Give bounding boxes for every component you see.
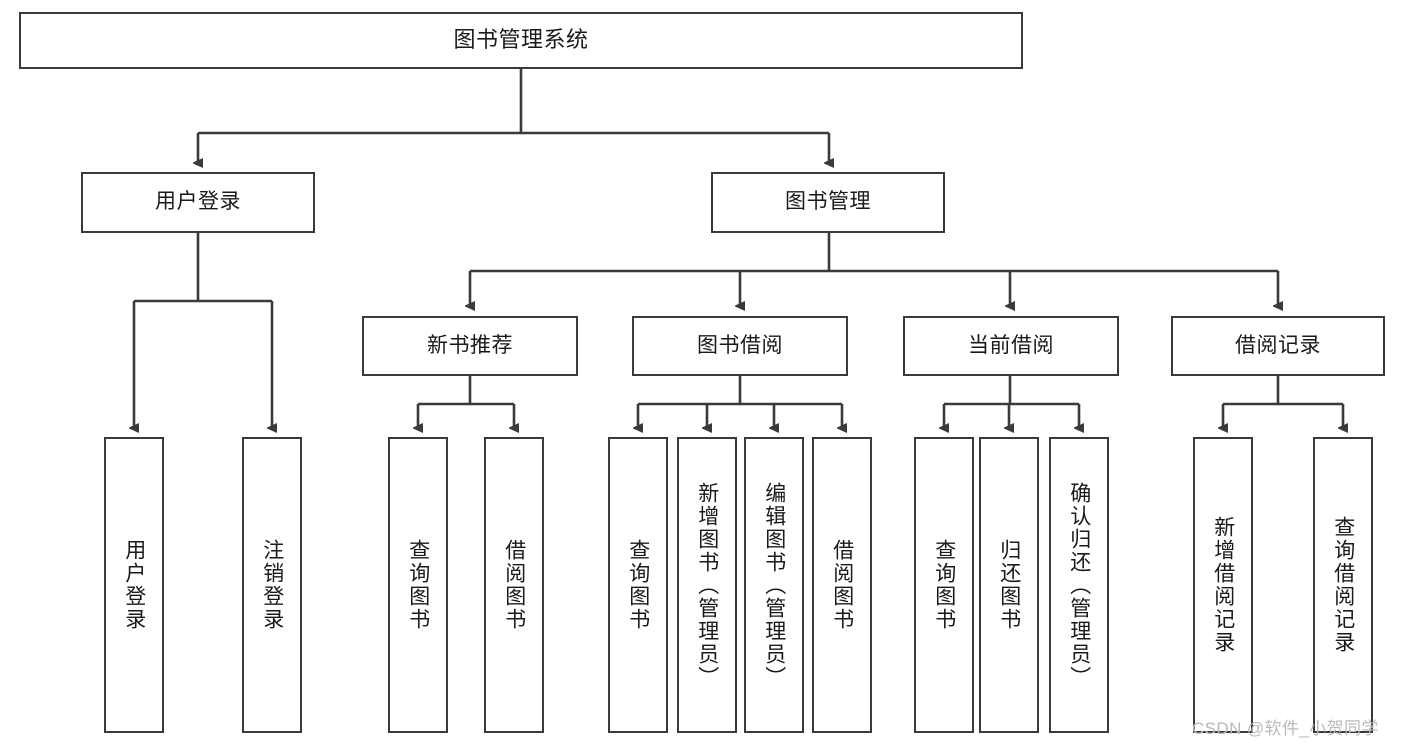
node-label: 借阅图书 (502, 539, 526, 631)
node-label: 查询图书 (406, 539, 430, 631)
node-label: 新增图书（管理员） (695, 481, 719, 689)
node-label: 查询图书 (932, 539, 956, 631)
node-label: 借阅记录 (1235, 333, 1321, 357)
node-label: 确认归还（管理员） (1067, 481, 1091, 689)
node-label: 新增借阅记录 (1211, 516, 1235, 654)
node-label: 用户登录 (155, 190, 241, 214)
leaf-add-book-admin[interactable]: 新增图书（管理员） (677, 437, 737, 733)
leaf-query-book-3[interactable]: 查询图书 (914, 437, 974, 733)
leaf-query-borrow-record[interactable]: 查询借阅记录 (1313, 437, 1373, 733)
node-label: 注销登录 (260, 539, 284, 631)
leaf-borrow-book-1[interactable]: 借阅图书 (484, 437, 544, 733)
node-label: 新书推荐 (427, 333, 513, 357)
node-book-management[interactable]: 图书管理 (711, 172, 945, 233)
leaf-logout-login[interactable]: 注销登录 (242, 437, 302, 733)
leaf-confirm-return-admin[interactable]: 确认归还（管理员） (1049, 437, 1109, 733)
node-label: 归还图书 (997, 539, 1021, 631)
leaf-return-book[interactable]: 归还图书 (979, 437, 1039, 733)
node-label: 查询图书 (626, 539, 650, 631)
leaf-edit-book-admin[interactable]: 编辑图书（管理员） (744, 437, 804, 733)
node-new-book-recommend[interactable]: 新书推荐 (362, 316, 578, 376)
node-current-borrow[interactable]: 当前借阅 (903, 316, 1119, 376)
node-label: 借阅图书 (830, 539, 854, 631)
node-book-management-system[interactable]: 图书管理系统 (19, 12, 1023, 69)
leaf-add-borrow-record[interactable]: 新增借阅记录 (1193, 437, 1253, 733)
node-user-login[interactable]: 用户登录 (81, 172, 315, 233)
csdn-watermark: CSDN @软件_小贺同学 (1192, 719, 1379, 738)
node-book-borrow[interactable]: 图书借阅 (632, 316, 848, 376)
node-label: 图书管理 (785, 190, 871, 214)
node-label: 当前借阅 (968, 333, 1054, 357)
leaf-query-book-2[interactable]: 查询图书 (608, 437, 668, 733)
leaf-user-login[interactable]: 用户登录 (104, 437, 164, 733)
leaf-query-book-1[interactable]: 查询图书 (388, 437, 448, 733)
leaf-borrow-book-2[interactable]: 借阅图书 (812, 437, 872, 733)
node-label: 用户登录 (122, 539, 146, 631)
node-label: 查询借阅记录 (1331, 516, 1355, 654)
node-borrow-record[interactable]: 借阅记录 (1171, 316, 1385, 376)
node-label: 编辑图书（管理员） (762, 481, 786, 689)
node-label: 图书管理系统 (453, 27, 589, 53)
node-label: 图书借阅 (697, 333, 783, 357)
